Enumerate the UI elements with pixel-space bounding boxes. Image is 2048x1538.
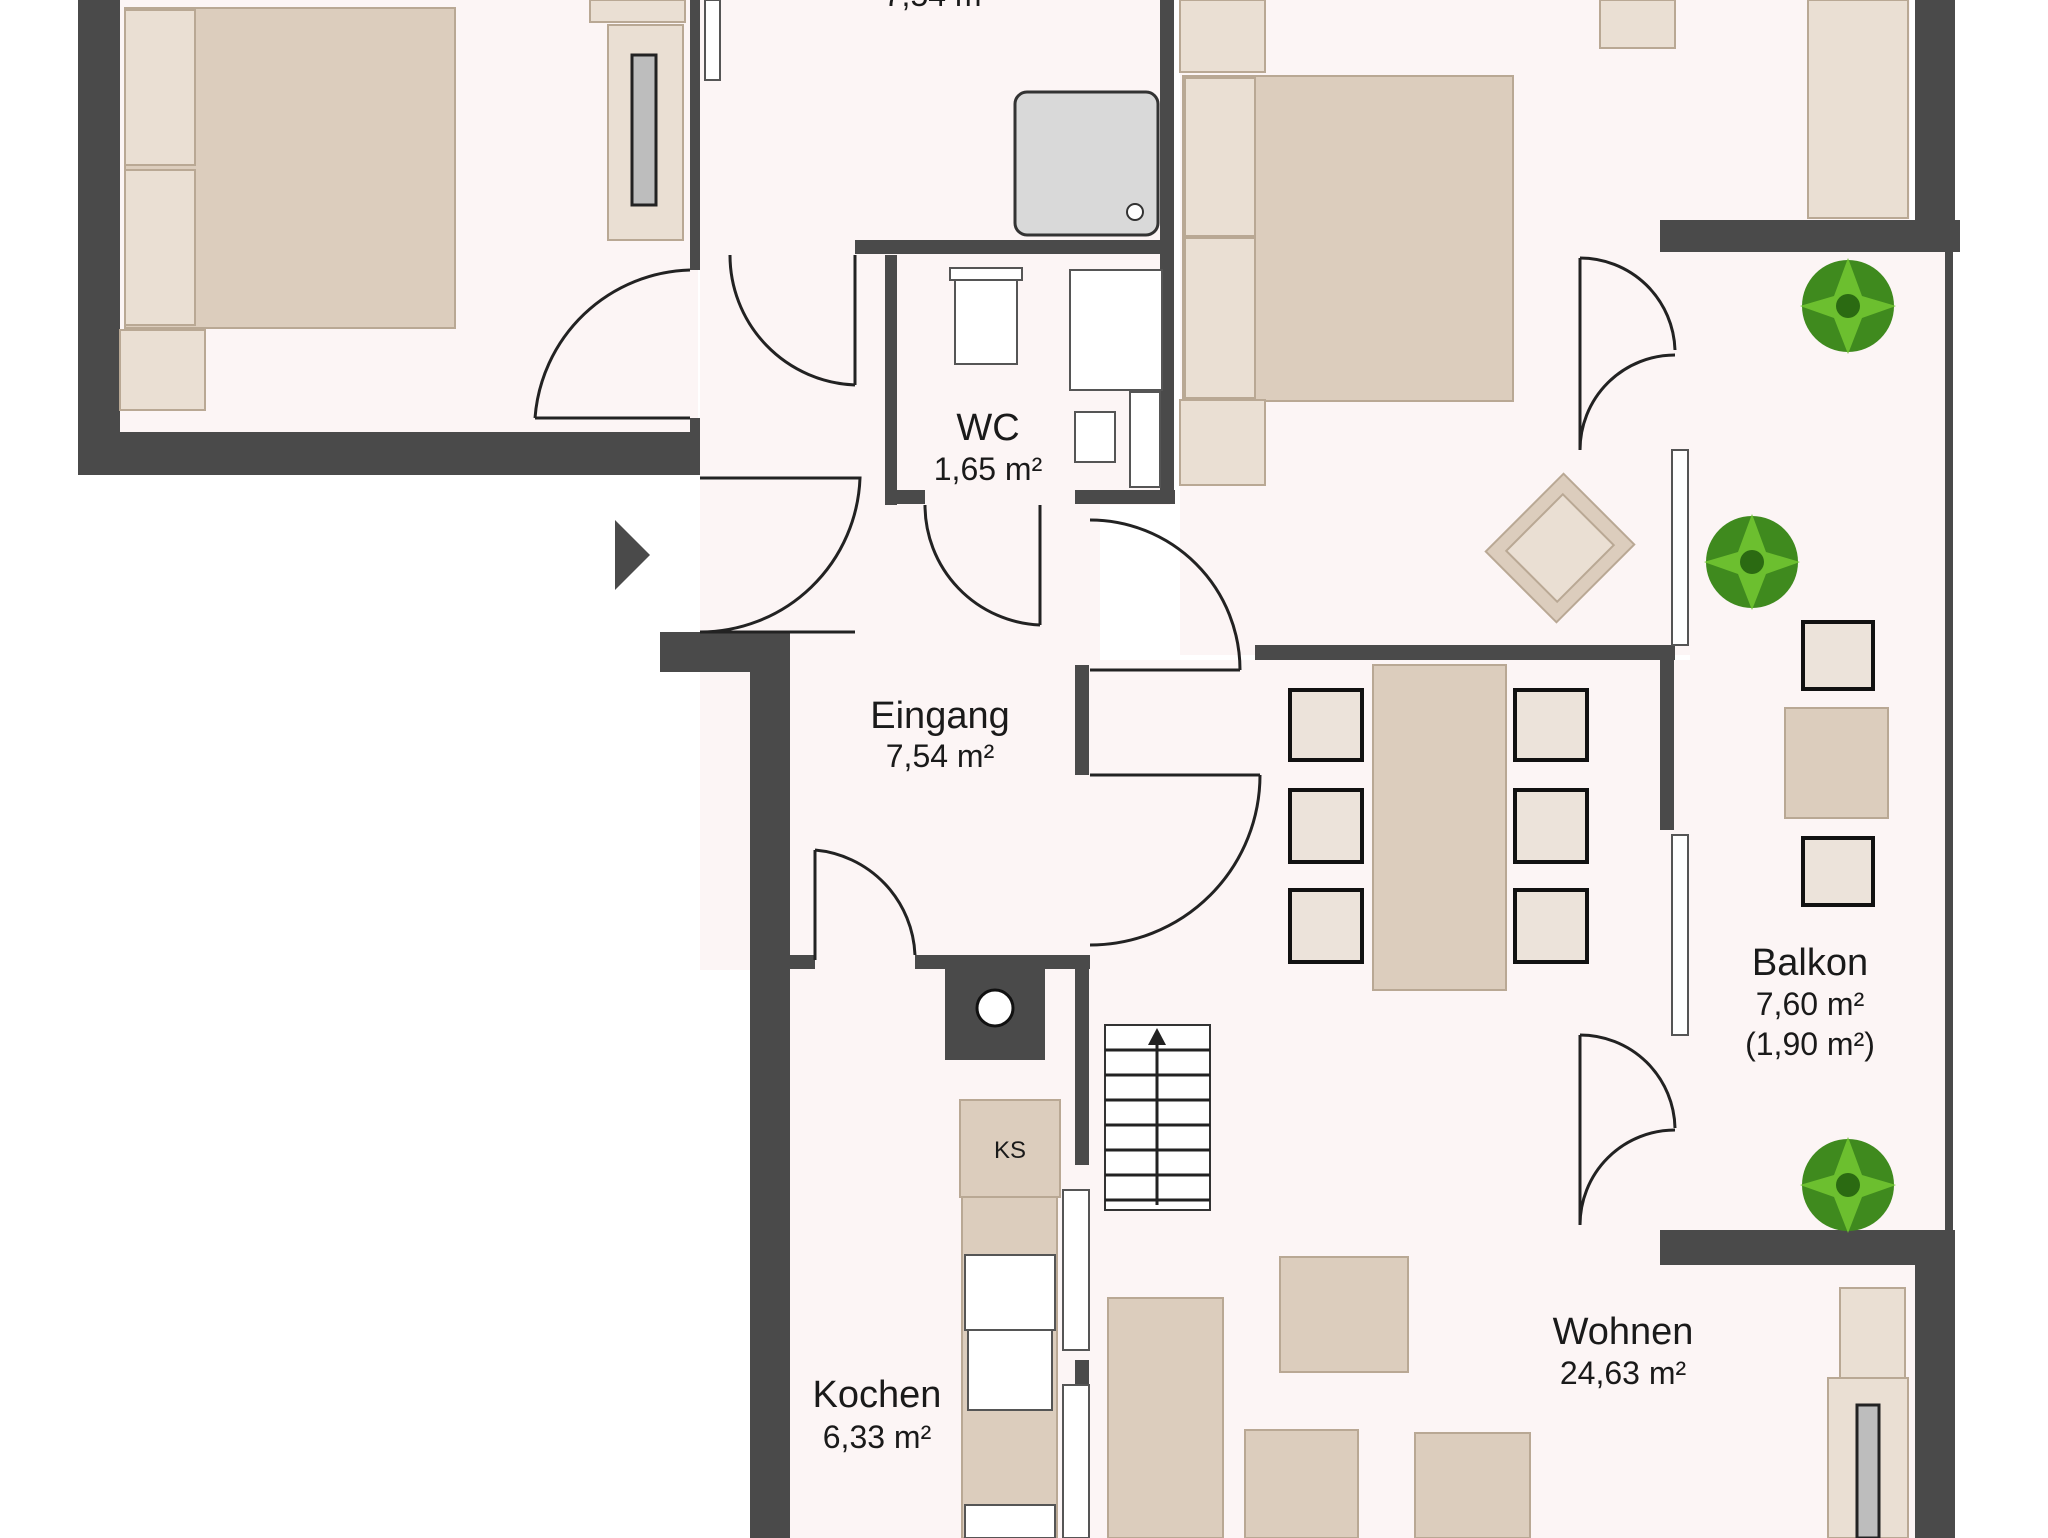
eingang-area: 7,54 m² [886, 738, 995, 774]
balkon-name: Balkon [1752, 942, 1868, 984]
wc-shelf [1069, 269, 1163, 391]
wall-entrance-bottom-left [790, 955, 815, 969]
bed-left [119, 7, 456, 411]
sofa-left [1107, 1297, 1224, 1538]
dining-chairs [1288, 688, 1589, 964]
kochen-name: Kochen [813, 1374, 942, 1416]
dining-table [1372, 664, 1507, 991]
entrance-arrow-icon [615, 520, 650, 590]
balkon-area-note: (1,90 m²) [1745, 1026, 1875, 1062]
walls [78, 0, 1960, 1538]
shower-tray [1013, 90, 1160, 237]
wall-left-bedroom-right-lower [690, 418, 700, 475]
wall-living-right-top [1660, 1230, 1955, 1265]
sideboard-living [1827, 1287, 1909, 1538]
bathroom-cabinet [704, 0, 721, 81]
armchair-living-right [1414, 1432, 1531, 1538]
doors [533, 254, 1677, 1226]
wohnen-name: Wohnen [1553, 1311, 1694, 1353]
wall-kitchen-right [1075, 955, 1089, 1165]
armchair-living [1279, 1256, 1409, 1373]
wall-entrance-left-vertical [750, 632, 790, 1538]
wardrobe-left [589, 0, 686, 241]
wall-bath-right [1160, 0, 1174, 500]
kitchen-counter [961, 1196, 1058, 1538]
wall-dining-top [1255, 645, 1675, 660]
staircase [1104, 1024, 1211, 1211]
wall-left-bedroom-right-stub [690, 240, 700, 270]
plant-icon [1704, 514, 1800, 610]
plant-icon [1800, 258, 1896, 354]
wall-wc-bottom-right [1075, 490, 1175, 504]
window-balcony-upper [1671, 449, 1689, 646]
wall-left-bedroom-right-upper [690, 0, 700, 245]
plant-icon [1800, 1137, 1896, 1233]
door-bathroom[interactable] [728, 254, 857, 387]
room-labels: 7,54 m² WC 1,65 m² Eingang 7,54 m² Balko… [813, 0, 1875, 1455]
wall-living-right-outer [1915, 1230, 1955, 1538]
balkon-area: 7,60 m² [1756, 986, 1865, 1022]
door-bedroom-right[interactable] [1089, 518, 1242, 672]
wall-wc-left [885, 255, 897, 505]
wall-balcony-right-edge [1945, 250, 1953, 1240]
eingang-name: Eingang [870, 695, 1009, 737]
balcony-chair-bottom [1801, 836, 1875, 907]
wc-area: 1,65 m² [934, 451, 1043, 487]
wall-left-bottom [78, 432, 700, 475]
window-kitchen-upper [1062, 1189, 1090, 1351]
wc-name: WC [956, 407, 1019, 449]
armchair-bedroom [1484, 472, 1636, 624]
furniture [119, 0, 1909, 1538]
nightstand-right [1599, 0, 1676, 49]
door-wc[interactable] [923, 504, 1042, 627]
windows [1062, 449, 1689, 1538]
balcony-table [1784, 707, 1889, 819]
fridge: KS [959, 1099, 1061, 1198]
wardrobe-right [1807, 0, 1909, 219]
wall-dining-top-right [1660, 645, 1674, 830]
chimney-flue [975, 988, 1015, 1028]
window-kitchen-lower [1062, 1384, 1090, 1538]
wall-hall-top [855, 240, 1170, 254]
wall-left-outer [78, 0, 120, 475]
toilet [949, 267, 1023, 365]
bed-right [1179, 0, 1514, 486]
door-kitchen[interactable] [813, 848, 917, 960]
wall-bedroom-right-bottom [1660, 220, 1960, 252]
kochen-area: 6,33 m² [823, 1419, 932, 1455]
window-balcony-lower [1671, 834, 1689, 1036]
door-balcony-upper[interactable] [1578, 256, 1677, 451]
wohnen-area: 24,63 m² [1560, 1355, 1687, 1391]
door-balcony-lower[interactable] [1578, 1033, 1677, 1226]
fridge-label: KS [994, 1137, 1026, 1164]
wall-bedroom-right-outer [1915, 0, 1955, 250]
coffee-table [1244, 1429, 1359, 1538]
wall-entrance-right-upper [1075, 665, 1089, 775]
wc-sink [1074, 391, 1161, 488]
wall-wc-bottom-left [885, 490, 925, 504]
door-entrance[interactable] [699, 476, 862, 634]
plants [1704, 258, 1896, 1233]
door-bedroom-left[interactable] [533, 268, 691, 420]
door-living[interactable] [1089, 773, 1262, 947]
top-partial-area: 7,54 m² [884, 0, 993, 13]
balcony-chair-top [1801, 620, 1875, 691]
